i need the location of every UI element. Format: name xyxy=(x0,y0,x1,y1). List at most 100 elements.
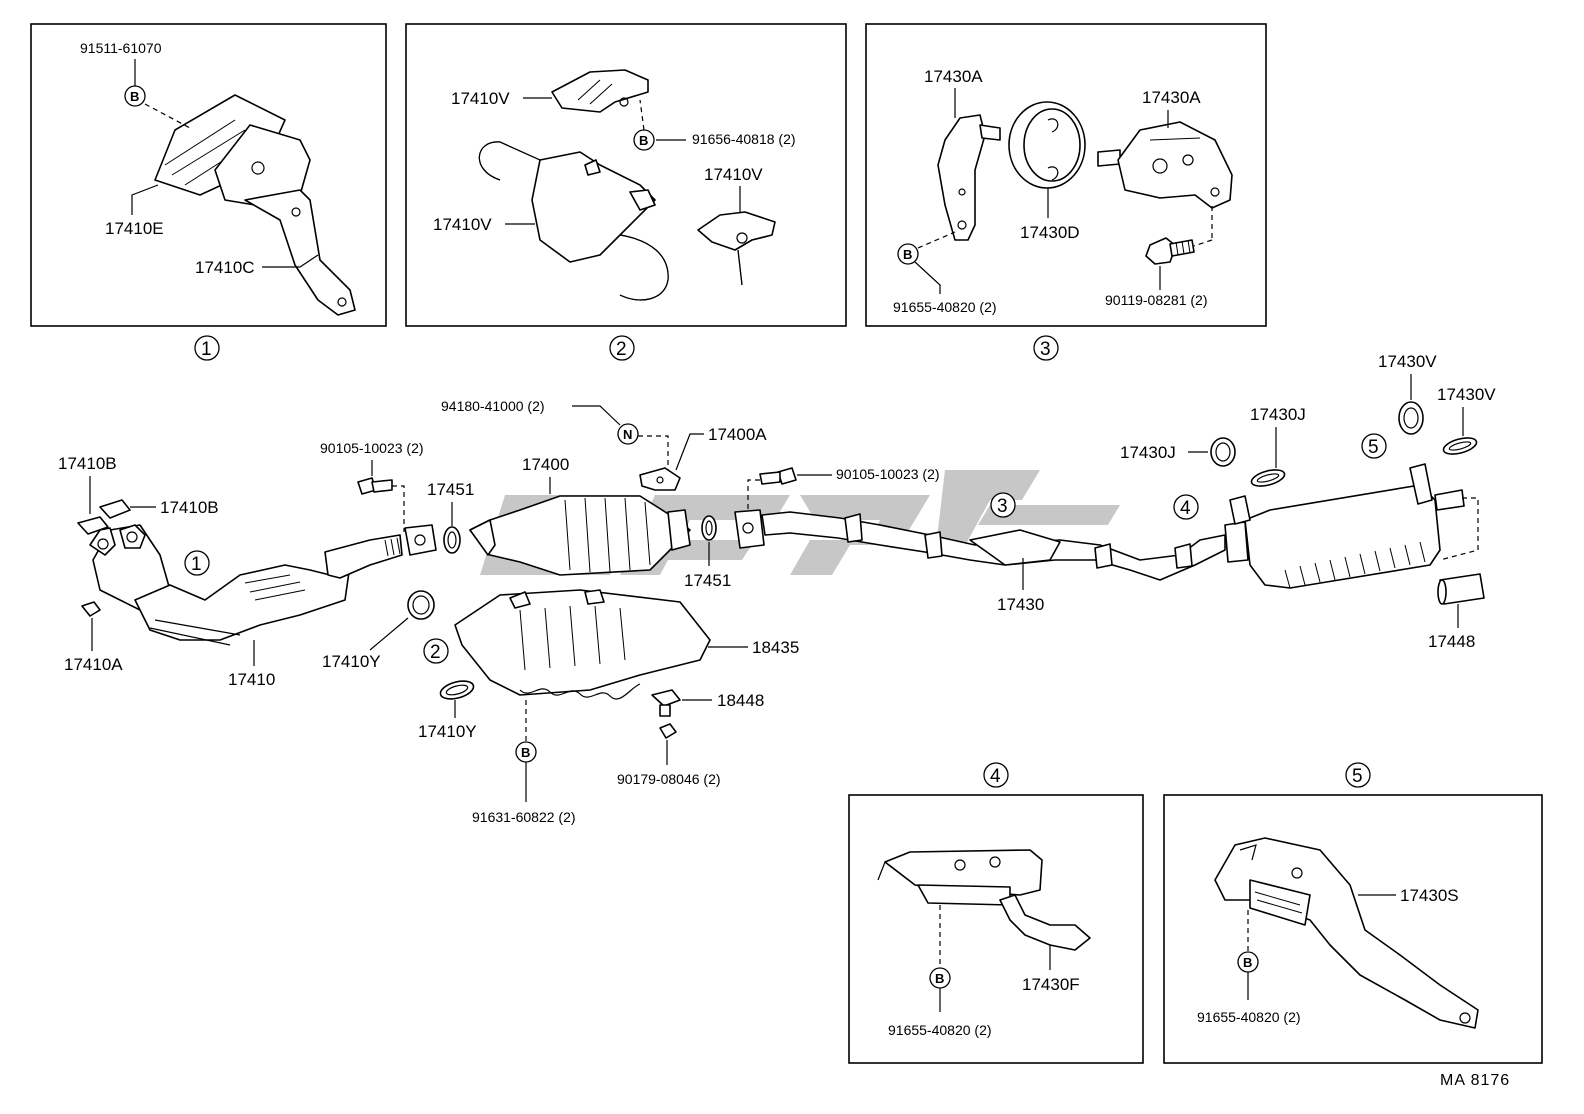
muffler-tail-pipe-drawing xyxy=(1224,463,1479,589)
detail-view-3: 17430A 17430A 17430D B 91655-40820 (2) 9… xyxy=(865,23,1267,327)
label-17410Y-upper: 17410Y xyxy=(322,652,381,671)
label-17430J-top: 17430J xyxy=(1250,405,1306,424)
hanger-17430F-drawing xyxy=(877,849,1091,951)
label-17430J-left: 17430J xyxy=(1120,443,1176,462)
label-91655-40820-box3: 91655-40820 (2) xyxy=(893,299,997,315)
clip-18448-drawing xyxy=(651,689,681,717)
tail-pipe-extension-17448-drawing xyxy=(1437,573,1485,605)
label-18448: 18448 xyxy=(717,691,764,710)
bolt-90105-left-drawing xyxy=(357,477,393,495)
label-17451-right: 17451 xyxy=(684,571,731,590)
svg-text:B: B xyxy=(521,745,530,760)
bracket-17410C-drawing xyxy=(244,189,356,316)
label-17451-left: 17451 xyxy=(427,480,474,499)
svg-text:1: 1 xyxy=(201,339,212,360)
label-17400: 17400 xyxy=(522,455,569,474)
label-91631-60822: 91631-60822 (2) xyxy=(472,809,576,825)
stud-17410A-drawing xyxy=(81,601,101,617)
label-17430: 17430 xyxy=(997,595,1044,614)
svg-text:2: 2 xyxy=(616,339,627,360)
label-94180-41000: 94180-41000 (2) xyxy=(441,398,545,414)
gasket-17410Y-flat-drawing xyxy=(439,680,475,700)
svg-text:N: N xyxy=(623,427,632,442)
svg-text:1: 1 xyxy=(191,554,202,575)
svg-text:2: 2 xyxy=(430,642,441,663)
hanger-17430A-right-drawing xyxy=(1097,121,1233,209)
svg-text:4: 4 xyxy=(1180,498,1191,519)
hanger-17410V-large-drawing xyxy=(478,141,669,301)
label-90105-10023-right: 90105-10023 (2) xyxy=(836,466,940,482)
rubber-ring-17430D-drawing xyxy=(1008,101,1086,189)
svg-text:3: 3 xyxy=(1040,339,1051,360)
label-17410B-right: 17410B xyxy=(160,498,219,517)
ring-17430J-b-drawing xyxy=(1250,469,1286,487)
label-91511-61070: 91511-61070 xyxy=(80,40,162,56)
label-17430V-right: 17430V xyxy=(1437,385,1496,404)
hanger-17410V-top-drawing xyxy=(551,69,649,113)
svg-text:B: B xyxy=(903,247,912,262)
callout-5-on-main: 5 xyxy=(1361,433,1387,459)
gasket-17451-left-drawing xyxy=(443,526,461,554)
detail-view-1: 91511-61070 B 17410E 17410C xyxy=(30,23,387,327)
svg-text:B: B xyxy=(1243,955,1252,970)
bolt-90105-right-drawing xyxy=(759,467,797,485)
bracket-17400A-drawing xyxy=(639,467,681,491)
detail-callout-4: 4 xyxy=(983,762,1009,788)
bracket-17410E-drawing xyxy=(154,94,311,206)
label-17410V-large: 17410V xyxy=(433,215,492,234)
label-17410E: 17410E xyxy=(105,219,164,238)
label-17410C: 17410C xyxy=(195,258,255,277)
heat-insulator-18435-drawing xyxy=(454,589,711,700)
detail-view-4: B 91655-40820 (2) 17430F xyxy=(848,794,1144,1064)
callout-4-on-main: 4 xyxy=(1173,494,1199,520)
detail-view-5: 17430S B 91655-40820 (2) xyxy=(1163,794,1543,1064)
gasket-17451-right-drawing xyxy=(701,515,717,541)
svg-text:5: 5 xyxy=(1368,437,1379,458)
svg-text:3: 3 xyxy=(997,496,1008,517)
nut-90179-drawing xyxy=(659,723,677,739)
svg-text:5: 5 xyxy=(1352,766,1363,787)
detail-callout-3: 3 xyxy=(1033,335,1059,361)
ring-17430V-b-drawing xyxy=(1442,437,1478,455)
catalytic-converter-17400-drawing xyxy=(469,495,691,576)
label-17430D: 17430D xyxy=(1020,223,1080,242)
label-17400A: 17400A xyxy=(708,425,767,444)
svg-text:4: 4 xyxy=(990,766,1001,787)
center-pipe-17430-drawing xyxy=(734,509,1226,581)
label-17410A: 17410A xyxy=(64,655,123,674)
gasket-17410Y-ring-drawing xyxy=(407,590,435,620)
hanger-17430S-drawing xyxy=(1214,837,1479,1029)
bolt-symbol-letter: B xyxy=(130,89,139,104)
hanger-17430A-left-drawing xyxy=(937,114,1001,241)
hanger-17410V-small-drawing xyxy=(697,211,776,286)
label-17410: 17410 xyxy=(228,670,275,689)
label-17430A-left: 17430A xyxy=(924,67,983,86)
ring-17430J-a-drawing xyxy=(1210,437,1236,467)
callout-1-on-main: 1 xyxy=(184,550,210,576)
detail-callout-1: 1 xyxy=(194,335,220,361)
label-91655-40820-box4: 91655-40820 (2) xyxy=(888,1022,992,1038)
label-17430A-right: 17430A xyxy=(1142,88,1201,107)
callout-3-on-main: 3 xyxy=(990,492,1016,518)
label-18435: 18435 xyxy=(752,638,799,657)
label-90179-08046: 90179-08046 (2) xyxy=(617,771,721,787)
gasket-17410B-b-drawing xyxy=(99,499,131,519)
callout-2-on-main: 2 xyxy=(423,638,449,664)
label-17410Y-lower: 17410Y xyxy=(418,722,477,741)
label-17448: 17448 xyxy=(1428,632,1475,651)
reference-code: MA 8176 xyxy=(1440,1072,1510,1089)
label-17430V-top: 17430V xyxy=(1378,352,1437,371)
label-90119-08281: 90119-08281 (2) xyxy=(1105,292,1207,308)
label-90105-10023-left: 90105-10023 (2) xyxy=(320,440,424,456)
detail-view-2: 17410V B 91656-40818 (2) 17410V 17410V xyxy=(405,23,847,327)
front-pipe-17410-drawing xyxy=(89,524,437,646)
label-17410V-top: 17410V xyxy=(451,89,510,108)
label-91655-40820-box5: 91655-40820 (2) xyxy=(1197,1009,1301,1025)
svg-text:B: B xyxy=(935,971,944,986)
nut-symbol xyxy=(617,423,639,445)
ring-17430V-a-drawing xyxy=(1398,401,1424,435)
bolt-symbol xyxy=(897,243,919,265)
label-17410V-right: 17410V xyxy=(704,165,763,184)
svg-text:B: B xyxy=(639,133,648,148)
